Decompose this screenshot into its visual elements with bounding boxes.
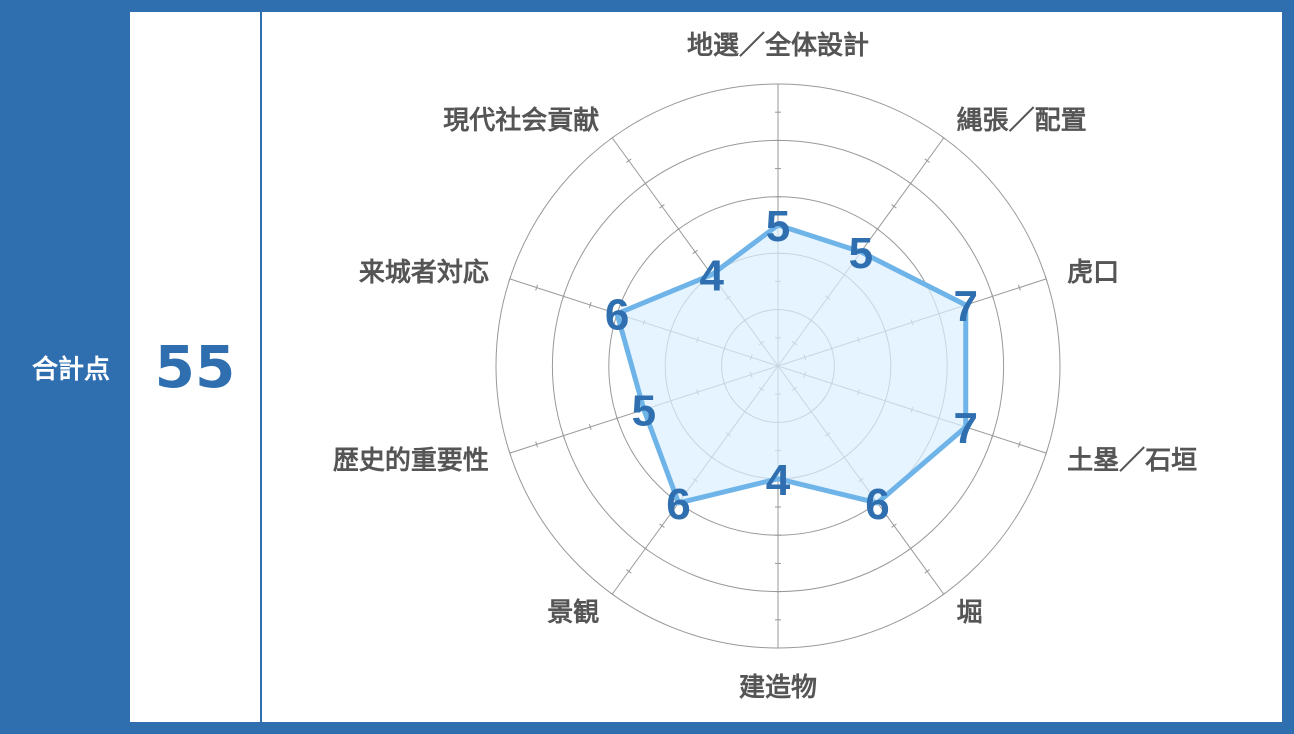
axis-tick xyxy=(1017,441,1021,448)
axis-tick xyxy=(562,432,565,439)
axis-tick xyxy=(609,591,615,597)
axis-tick xyxy=(891,523,897,528)
axis-tick xyxy=(588,301,592,309)
axis-tick xyxy=(675,226,682,232)
axis-tick xyxy=(588,423,592,431)
axis-tick xyxy=(535,441,539,448)
axis-tick xyxy=(626,158,632,163)
axis-tick xyxy=(991,432,994,439)
data-value-label: 4 xyxy=(766,456,791,505)
axis-tick xyxy=(562,293,565,300)
category-label: 建造物 xyxy=(739,673,817,703)
axis-tick xyxy=(1044,275,1048,282)
axis-tick xyxy=(907,546,914,551)
category-label: 虎口 xyxy=(1067,258,1119,288)
category-label: 現代社会貢献 xyxy=(443,105,599,136)
axis-tick xyxy=(907,181,914,186)
axis-tick xyxy=(1017,284,1021,291)
axis-tick xyxy=(1044,450,1048,457)
data-value-label: 4 xyxy=(699,252,724,301)
axis-tick xyxy=(874,226,881,232)
axis-tick xyxy=(659,523,665,528)
data-value-label: 5 xyxy=(632,387,656,436)
category-label: 土塁／石垣 xyxy=(1067,446,1197,476)
axis-tick xyxy=(508,450,512,457)
axis-tick xyxy=(626,569,632,574)
axis-tick xyxy=(615,415,619,422)
total-score-panel: 55 xyxy=(130,12,262,722)
category-label: 地選／全体設計 xyxy=(687,30,869,61)
axis-tick xyxy=(692,249,698,255)
axis-tick xyxy=(924,158,930,163)
category-label: 縄張／配置 xyxy=(957,106,1087,136)
axis-tick xyxy=(891,204,897,209)
category-label: 堀 xyxy=(957,598,983,628)
axis-tick xyxy=(924,569,930,574)
data-value-label: 7 xyxy=(953,404,977,453)
data-value-label: 6 xyxy=(865,480,889,529)
data-value-label: 5 xyxy=(849,229,873,278)
axis-tick xyxy=(642,181,649,186)
category-label: 来城者対応 xyxy=(359,257,489,288)
axis-tick xyxy=(535,284,539,291)
axis-tick xyxy=(609,135,615,141)
category-label: 歴史的重要性 xyxy=(333,445,489,476)
data-value-label: 6 xyxy=(666,480,690,529)
series-area xyxy=(614,222,969,506)
axis-tick xyxy=(941,135,947,141)
axis-tick xyxy=(659,204,665,209)
total-label: 合計点 xyxy=(31,354,110,385)
axis-tick xyxy=(941,591,947,597)
radar-chart: 5577646564地選／全体設計縄張／配置虎口土塁／石垣堀建造物景観歴史的重要… xyxy=(333,30,1197,703)
data-value-label: 7 xyxy=(953,282,977,331)
data-value-label: 6 xyxy=(605,291,629,340)
axis-tick xyxy=(642,546,649,551)
total-score: 55 xyxy=(154,333,236,401)
axis-tick xyxy=(991,293,994,300)
total-label-panel: 合計点 xyxy=(12,12,130,722)
axis-tick xyxy=(508,275,512,282)
category-label: 景観 xyxy=(547,597,599,628)
data-value-label: 5 xyxy=(766,202,790,251)
